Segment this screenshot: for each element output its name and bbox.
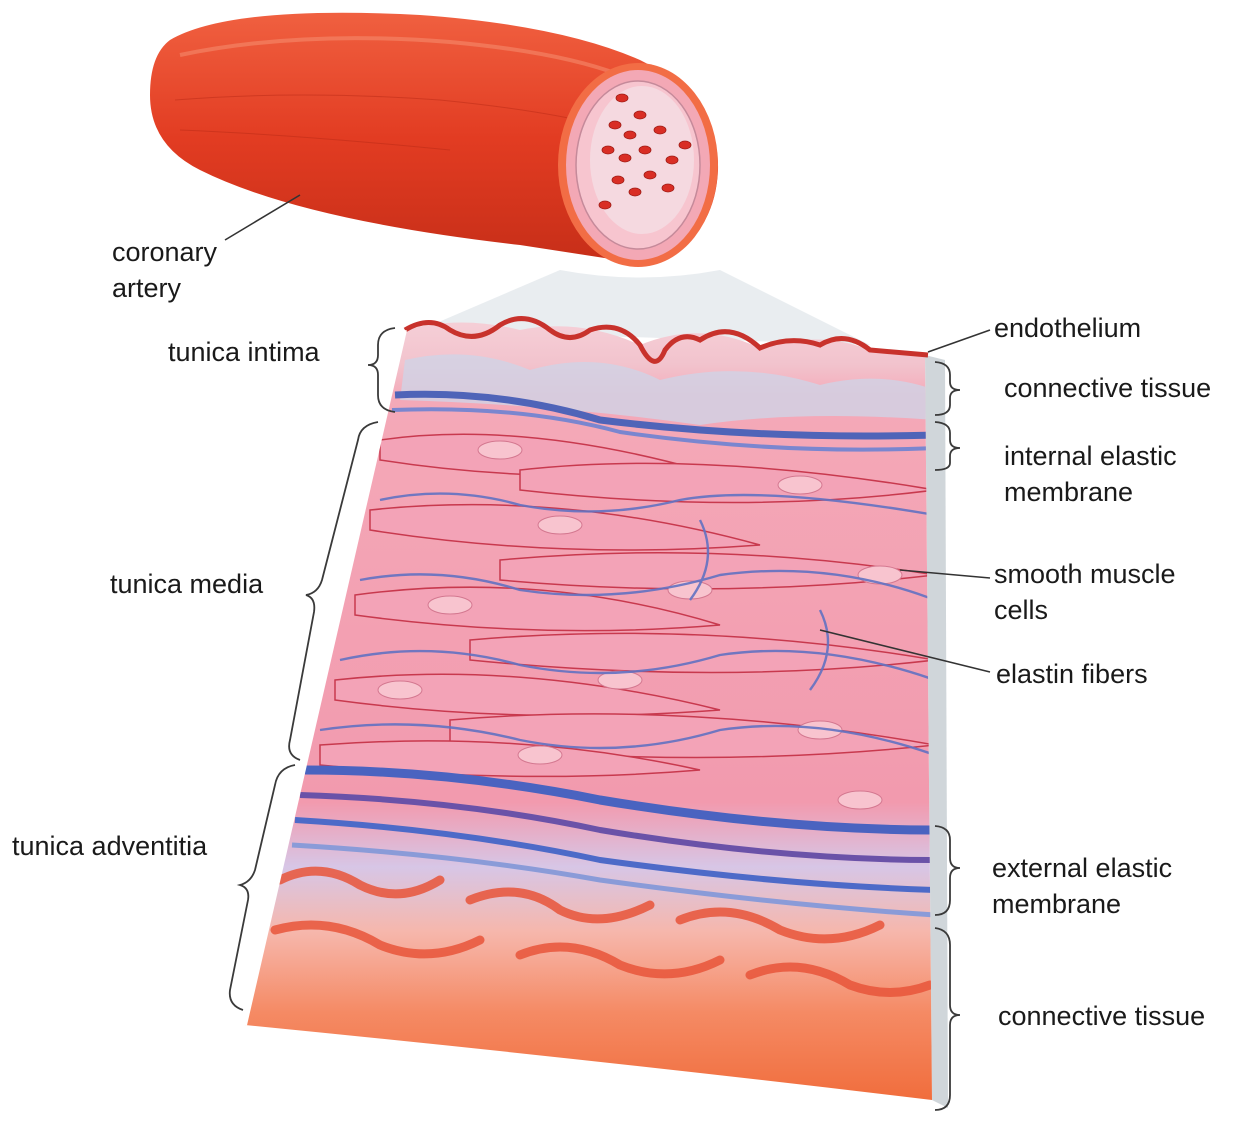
connective-tissue-inner-label: connective tissue bbox=[1004, 370, 1211, 406]
elastin-fibers-label: elastin fibers bbox=[996, 656, 1148, 692]
coronary-artery-label: coronary artery bbox=[112, 234, 217, 306]
external-elastic-membrane-label: external elastic membrane bbox=[992, 850, 1172, 922]
tunica-intima-label: tunica intima bbox=[168, 334, 320, 370]
internal-elastic-membrane-label: internal elastic membrane bbox=[1004, 438, 1177, 510]
tunica-adventitia-label: tunica adventitia bbox=[12, 828, 207, 864]
connective-tissue-outer-label: connective tissue bbox=[998, 998, 1205, 1034]
artery-wall-section bbox=[240, 300, 948, 1110]
coronary-artery-illustration bbox=[150, 13, 718, 267]
tunica-media-label: tunica media bbox=[110, 566, 263, 602]
endothelium-label: endothelium bbox=[994, 310, 1141, 346]
smooth-muscle-cells-label: smooth muscle cells bbox=[994, 556, 1176, 628]
